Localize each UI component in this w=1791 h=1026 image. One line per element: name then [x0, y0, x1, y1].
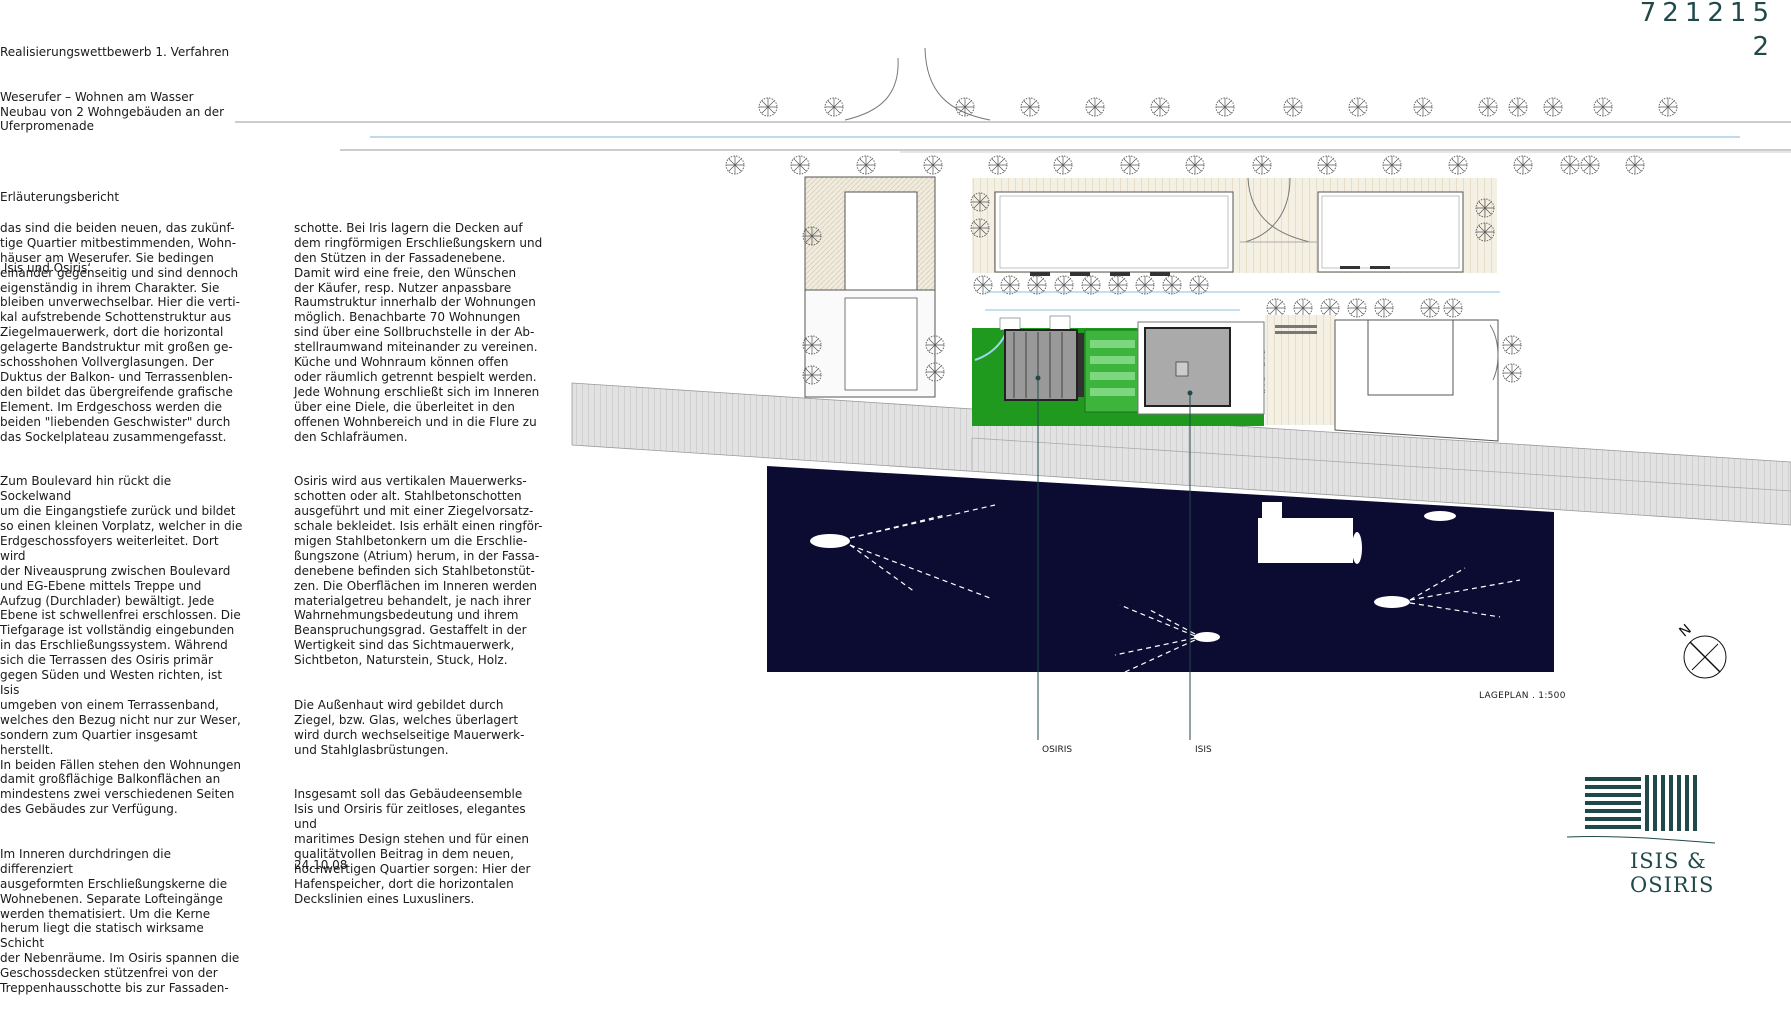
motto: ‚Isis und Osiris‘	[0, 260, 92, 275]
site-plan: N	[235, 47, 1791, 740]
isis-building	[1137, 321, 1265, 415]
tree-row-lower	[725, 155, 1645, 175]
text-column-1: das sind die beiden neuen, das zukünf- t…	[0, 206, 245, 1026]
project-title: Weserufer – Wohnen am Wasser Neubau von …	[0, 89, 225, 134]
competition-line: Realisierungswettbewerb 1. Verfahren	[0, 44, 230, 59]
paragraph: Insgesamt soll das Gebäudeensemble Isis …	[294, 787, 531, 906]
header-block: Realisierungswettbewerb 1. Verfahren Wes…	[0, 30, 250, 306]
upper-buildings	[972, 177, 1497, 276]
tree-row-upper	[758, 97, 1678, 117]
neighbour-building-right	[1265, 315, 1499, 442]
harbour-basin	[767, 466, 1554, 673]
label-isis: ISIS	[1195, 745, 1212, 755]
text-column-2: schotte. Bei Iris lagern die Decken auf …	[294, 206, 544, 936]
paragraph: Die Außenhaut wird gebildet durch Ziegel…	[294, 697, 525, 757]
neighbour-building-left	[804, 176, 936, 398]
paragraph: das sind die beiden neuen, das zukünf- t…	[0, 220, 240, 444]
sheet-number: 2	[1752, 32, 1775, 62]
promenade	[571, 382, 1791, 526]
brand-wordmark: ISIS & OSIRIS	[1630, 849, 1715, 897]
plan-scale-label: LAGEPLAN . 1:500	[1479, 691, 1566, 701]
section-title: Erläuterungsbericht	[0, 190, 120, 205]
paragraph: Zum Boulevard hin rückt die Sockelwand u…	[0, 474, 243, 817]
osiris-building	[1004, 329, 1084, 401]
paragraph: Osiris wird aus vertikalen Mauerwerks- s…	[294, 474, 543, 668]
project-number-block: 721215 2	[1640, 0, 1775, 64]
label-osiris: OSIRIS	[1042, 745, 1073, 755]
paragraph: schotte. Bei Iris lagern die Decken auf …	[294, 220, 543, 444]
project-number: 721215	[1639, 0, 1775, 28]
north-arrow-icon: N	[1676, 621, 1727, 679]
road	[235, 47, 1791, 153]
date: 24.10.08	[294, 858, 348, 872]
north-label: N	[1676, 621, 1694, 640]
isis-osiris-logo-icon	[1566, 775, 1715, 844]
